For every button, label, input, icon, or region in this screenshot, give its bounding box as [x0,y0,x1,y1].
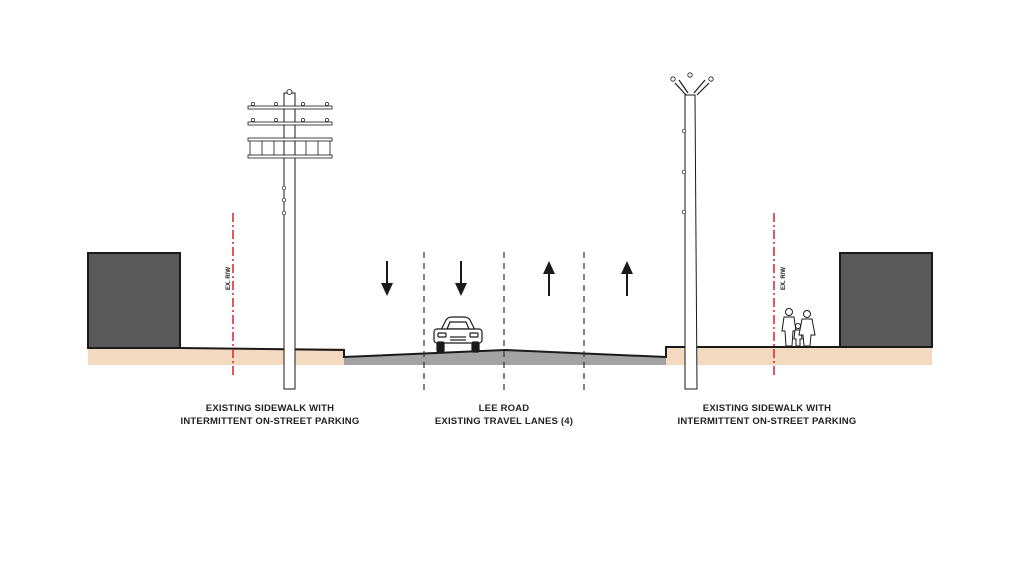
lane-arrow-down-1 [381,261,393,296]
lane-arrow-down-2 [455,261,467,296]
roadway-pavement [344,350,666,365]
ground-soil-left [88,348,344,365]
caption-left-line-2: INTERMITTENT ON-STREET PARKING [180,416,360,427]
building-right [839,252,933,348]
rw-label-left: EX. R/W [226,267,232,290]
building-left [87,252,181,349]
caption-center-roadway: LEE ROAD EXISTING TRAVEL LANES (4) [404,402,604,428]
caption-left-line-1: EXISTING SIDEWALK WITH [205,403,335,414]
caption-center-line-2: EXISTING TRAVEL LANES (4) [434,416,574,427]
ground-profile-line [88,346,932,359]
lane-arrow-up-3 [543,261,555,296]
caption-right-line-1: EXISTING SIDEWALK WITH [702,403,832,414]
utility-pole-left [247,89,333,390]
lane-dividers [423,252,585,390]
light-pole-right [670,72,714,390]
caption-right-sidewalk: EXISTING SIDEWALK WITH INTERMITTENT ON-S… [667,402,867,428]
pedestrians-icon [781,308,816,347]
caption-center-line-1: LEE ROAD [478,403,530,414]
ground-soil-right [666,348,932,365]
caption-left-sidewalk: EXISTING SIDEWALK WITH INTERMITTENT ON-S… [170,402,370,428]
car-icon [433,316,483,353]
rw-label-right: EX. R/W [781,267,787,290]
lane-arrow-up-4 [621,261,633,296]
caption-right-line-2: INTERMITTENT ON-STREET PARKING [677,416,857,427]
